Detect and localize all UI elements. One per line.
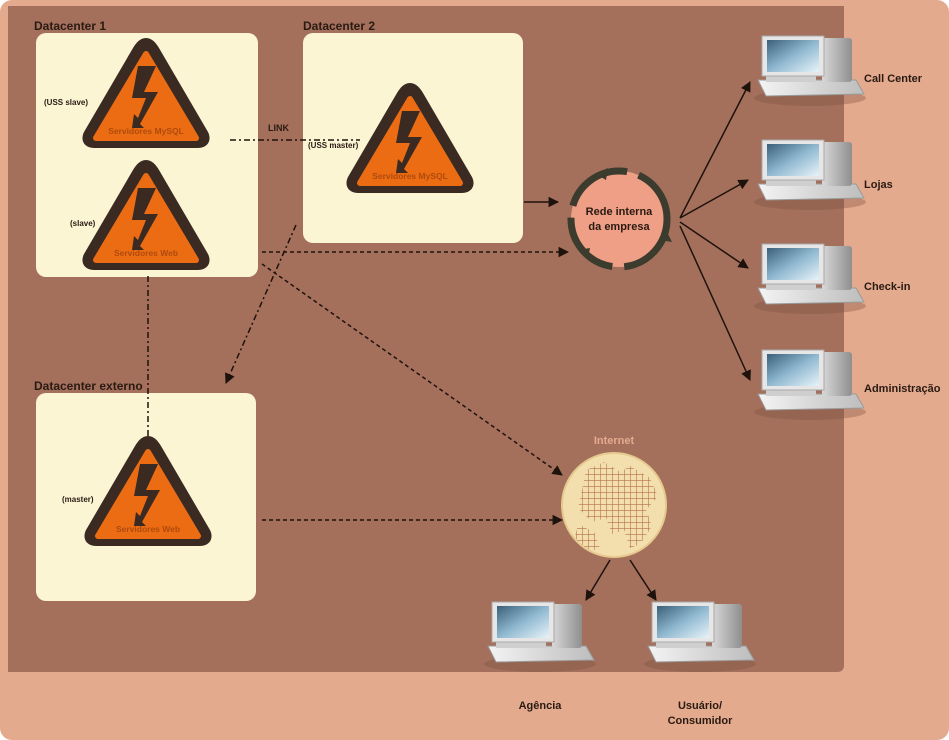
- arrow-to-lojas: [679, 179, 749, 219]
- usuario-label-line2: Consumidor: [668, 715, 733, 727]
- web-server-warning-icon: Servidores Web: [84, 436, 211, 546]
- cycle-arrow-icon: [660, 230, 672, 242]
- web-server-warning-icon: Servidores Web: [82, 160, 209, 270]
- dc2-mysql-role: (USS master): [308, 141, 359, 150]
- mysql-server-warning-icon: Servidores MySQL: [346, 83, 473, 193]
- mysql-server-label: Servidores MySQL: [372, 171, 448, 181]
- internet-label: Internet: [594, 435, 635, 447]
- mysql-server-label: Servidores MySQL: [108, 126, 184, 136]
- web-server-label: Servidores Web: [116, 524, 180, 534]
- network-label-line2: da empresa: [588, 221, 650, 233]
- usuario-label-line1: Usuário/: [678, 700, 722, 712]
- arrow-to-agencia: [585, 559, 611, 601]
- cycle-arrow-icon: [578, 248, 590, 258]
- internal-network-node: Rede interna da empresa: [567, 167, 672, 271]
- call-center-label: Call Center: [864, 73, 923, 85]
- administracao-computer-icon: [753, 349, 867, 421]
- call-center-computer-icon: [753, 35, 867, 107]
- web-server-label: Servidores Web: [114, 248, 178, 258]
- agencia-label: Agência: [519, 700, 563, 712]
- arrow-to-administracao: [679, 225, 751, 381]
- dc1-web-role: (slave): [70, 219, 96, 228]
- cycle-arrow-icon: [596, 168, 608, 180]
- agencia-computer-icon: [483, 601, 597, 673]
- usuario-computer-icon: [643, 601, 757, 673]
- datacenter-1-title: Datacenter 1: [34, 19, 106, 33]
- lojas-label: Lojas: [864, 179, 893, 191]
- check-in-label: Check-in: [864, 281, 911, 293]
- mysql-server-warning-icon: Servidores MySQL: [82, 38, 209, 148]
- administracao-label: Administração: [864, 383, 941, 395]
- link-label: LINK: [268, 123, 289, 133]
- arrow-to-usuario: [629, 559, 657, 601]
- check-in-computer-icon: [753, 243, 867, 315]
- datacenter-1-box: [36, 33, 258, 277]
- arrow-to-check-in: [679, 221, 749, 269]
- lojas-computer-icon: [753, 139, 867, 211]
- internet-globe-icon: [561, 452, 667, 558]
- network-label-line1: Rede interna: [586, 206, 654, 218]
- datacenter-external-title: Datacenter externo: [34, 379, 143, 393]
- datacenter-2-title: Datacenter 2: [303, 19, 375, 33]
- external-web-role: (master): [62, 495, 94, 504]
- arrow-dc1-to-internet: [261, 263, 563, 476]
- arrow-to-call-center: [679, 81, 751, 219]
- dc1-mysql-role: (USS slave): [44, 98, 88, 107]
